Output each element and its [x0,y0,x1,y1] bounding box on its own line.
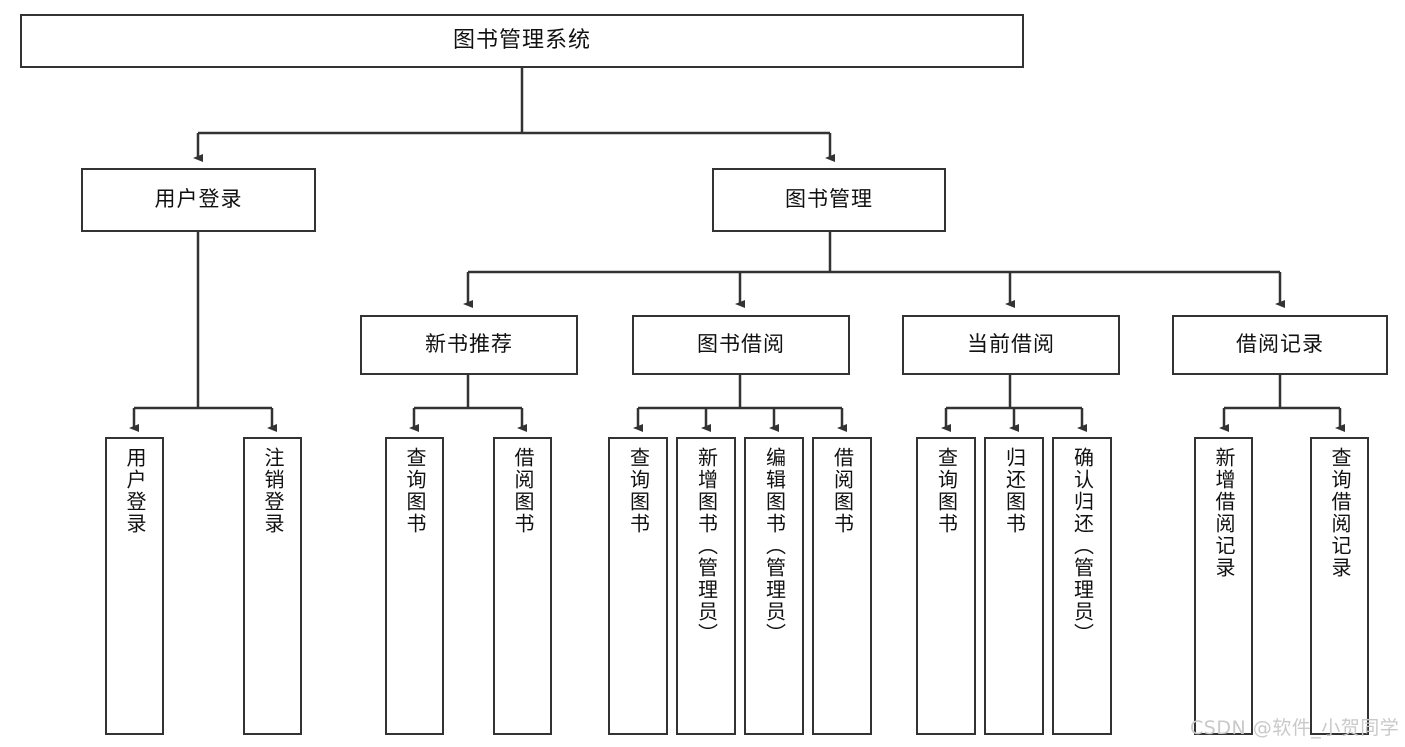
leaf-query-book-recommend[interactable]: 查询图书 [385,437,444,735]
node-label: 图书借阅 [697,332,785,357]
csdn-watermark: CSDN @软件_小贺同学 [1190,717,1400,739]
leaf-user-login[interactable]: 用户登录 [105,437,164,735]
leaf-label: 编辑图书（管理员） [762,447,787,645]
node-label: 借阅记录 [1236,332,1324,357]
leaf-label: 查询图书 [626,447,651,535]
leaf-label: 查询图书 [403,447,427,535]
node-book-borrow[interactable]: 图书借阅 [632,315,850,375]
leaf-query-book-current[interactable]: 查询图书 [916,437,976,735]
node-user-login[interactable]: 用户登录 [81,168,316,232]
node-borrow-record[interactable]: 借阅记录 [1172,315,1388,375]
leaf-label: 借阅图书 [511,447,535,535]
leaf-confirm-return-admin[interactable]: 确认归还（管理员） [1052,437,1112,735]
leaf-label: 确认归还（管理员） [1070,447,1095,645]
node-label: 新书推荐 [425,332,513,357]
leaf-borrow-book-recommend[interactable]: 借阅图书 [493,437,552,735]
node-label: 当前借阅 [967,332,1055,357]
leaf-label: 新增图书（管理员） [694,447,719,645]
leaf-borrow-book[interactable]: 借阅图书 [812,437,872,735]
leaf-label: 注销登录 [261,447,285,535]
leaf-add-book-admin[interactable]: 新增图书（管理员） [676,437,736,735]
leaf-label: 借阅图书 [830,447,855,535]
leaf-label: 查询借阅记录 [1328,447,1352,579]
leaf-query-borrow-record[interactable]: 查询借阅记录 [1310,437,1369,735]
leaf-label: 查询图书 [934,447,959,535]
leaf-edit-book-admin[interactable]: 编辑图书（管理员） [744,437,804,735]
node-label: 图书管理 [785,187,873,212]
leaf-label: 归还图书 [1002,447,1027,535]
leaf-label: 新增借阅记录 [1212,447,1236,579]
node-current-borrow[interactable]: 当前借阅 [902,315,1120,375]
node-book-management[interactable]: 图书管理 [712,168,946,232]
leaf-label: 用户登录 [123,447,147,535]
leaf-add-borrow-record[interactable]: 新增借阅记录 [1194,437,1253,735]
node-label: 用户登录 [154,187,243,212]
node-new-book-recommend[interactable]: 新书推荐 [360,315,578,375]
node-root-book-management-system[interactable]: 图书管理系统 [20,14,1024,68]
node-label: 图书管理系统 [452,27,591,53]
leaf-query-book-borrow[interactable]: 查询图书 [608,437,668,735]
leaf-return-book[interactable]: 归还图书 [984,437,1044,735]
leaf-logout-login[interactable]: 注销登录 [243,437,302,735]
